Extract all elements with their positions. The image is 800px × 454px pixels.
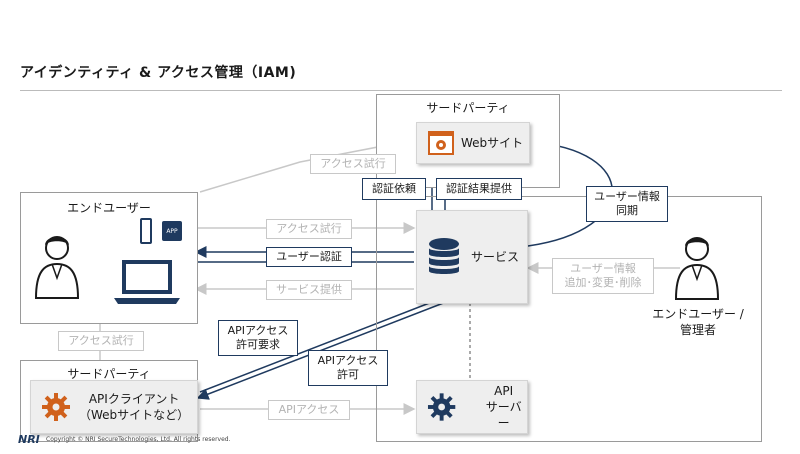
gear-icon xyxy=(427,393,456,421)
api-perm-label: APIアクセス 許可 xyxy=(308,350,388,386)
website-label: Webサイト xyxy=(461,136,524,150)
website-icon xyxy=(428,131,454,155)
end-user-person-icon xyxy=(34,236,80,299)
panel-label: サードパーティ xyxy=(67,367,151,381)
api-server-node: API サーバー xyxy=(416,380,528,434)
api-client-sublabel: （Webサイトなど） xyxy=(79,408,190,422)
database-icon xyxy=(429,238,459,274)
api-access-label: APIアクセス xyxy=(268,400,350,420)
gear-icon xyxy=(42,393,70,421)
api-server-sublabel: サーバー xyxy=(485,400,522,430)
user-auth-label: ユーザー認証 xyxy=(266,247,352,267)
access-attempt-top-label: アクセス試行 xyxy=(310,154,396,174)
api-server-label: API xyxy=(494,384,514,398)
service-node: サービス xyxy=(416,210,528,304)
service-label: サービス xyxy=(471,250,520,264)
app-badge: APP xyxy=(162,221,182,241)
api-client-label: APIクライアント xyxy=(88,392,180,406)
api-client-node: APIクライアント （Webサイトなど） xyxy=(30,380,198,434)
auth-request-label: 認証依頼 xyxy=(362,178,426,200)
title-divider xyxy=(20,90,782,91)
user-info-ops-label: ユーザー情報 追加･変更･削除 xyxy=(552,258,654,294)
service-zone-panel xyxy=(376,196,762,442)
laptop-icon xyxy=(114,260,180,304)
end-user-admin-label: エンドユーザー / 管理者 xyxy=(652,307,744,337)
app-badge-label: APP xyxy=(166,227,178,235)
smartphone-icon xyxy=(140,218,152,244)
panel-label: サードパーティ xyxy=(426,101,510,115)
user-info-sync-label: ユーザー情報 同期 xyxy=(586,186,668,222)
service-provide-label: サービス提供 xyxy=(266,280,352,300)
access-attempt-mid-label: アクセス試行 xyxy=(266,219,352,239)
copyright-text: Copyright © NRI SecureTechnologies, Ltd.… xyxy=(46,436,231,443)
panel-label: エンドユーザー xyxy=(67,201,151,215)
page-title: アイデンティティ & アクセス管理（IAM) xyxy=(20,65,297,81)
flow-line-api-perm-request xyxy=(199,301,433,393)
api-perm-request-label: APIアクセス 許可要求 xyxy=(218,320,298,356)
access-attempt-left-label: アクセス試行 xyxy=(58,331,144,351)
auth-result-label: 認証結果提供 xyxy=(436,178,522,200)
company-logo: NRI xyxy=(18,433,40,446)
end-user-admin-person-icon xyxy=(674,237,720,300)
website-node: Webサイト xyxy=(416,122,530,164)
